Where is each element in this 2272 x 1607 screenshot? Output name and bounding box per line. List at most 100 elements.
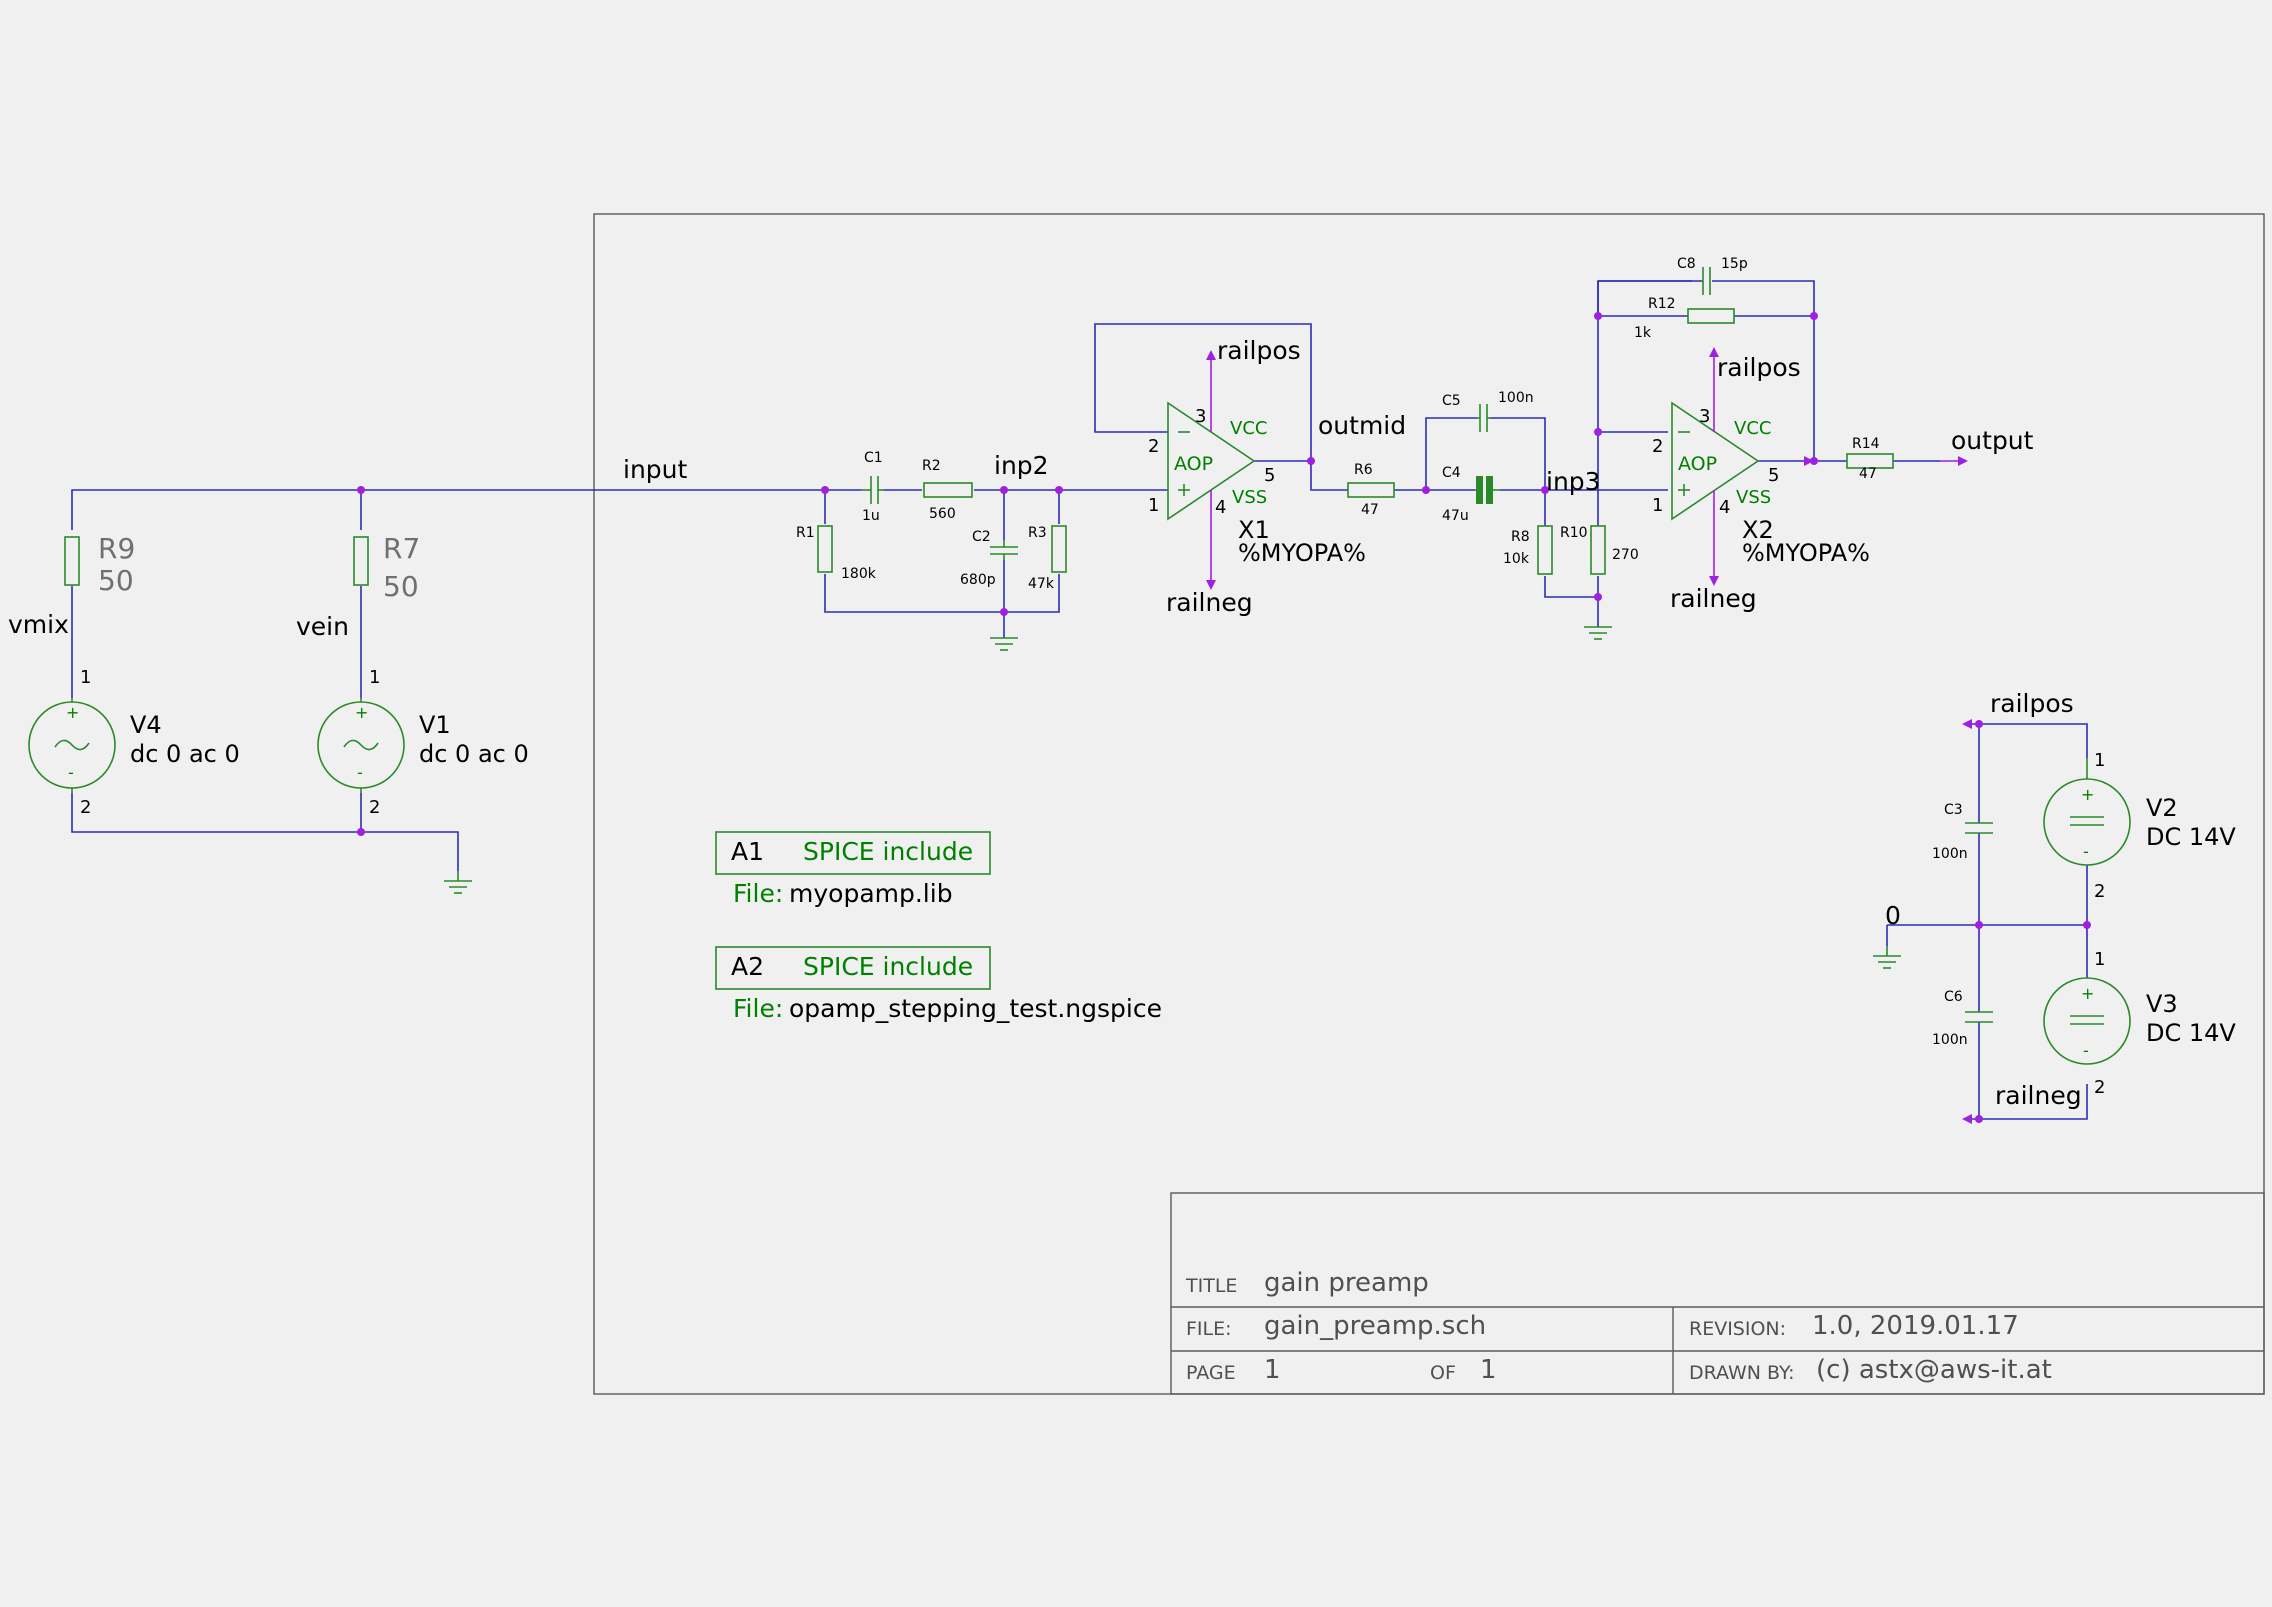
spice-include-a1: A1 SPICE include File: myopamp.lib <box>715 831 991 908</box>
svg-text:3: 3 <box>1699 406 1710 427</box>
rail-label-railpos-supply: railpos <box>1990 689 2074 718</box>
rail-arrows <box>1206 347 1972 1124</box>
svg-text:VSS: VSS <box>1736 487 1771 508</box>
svg-text:C8: C8 <box>1677 256 1696 272</box>
svg-text:680p: 680p <box>960 572 996 588</box>
svg-text:50: 50 <box>383 570 419 603</box>
svg-text:5: 5 <box>1768 465 1779 486</box>
svg-text:X2: X2 <box>1742 516 1774 544</box>
svg-text:2: 2 <box>369 797 380 818</box>
svg-text:R1: R1 <box>796 525 815 541</box>
svg-text:1: 1 <box>80 667 91 688</box>
svg-text:File:: File: <box>733 994 783 1023</box>
svg-text:C4: C4 <box>1442 465 1461 481</box>
svg-text:270: 270 <box>1612 547 1639 563</box>
svg-text:560: 560 <box>929 506 956 522</box>
svg-text:R3: R3 <box>1028 525 1047 541</box>
svg-text:R8: R8 <box>1511 529 1530 545</box>
capacitor-c2: C2 680p <box>960 529 1018 588</box>
of-label: OF <box>1430 1362 1456 1384</box>
svg-text:10k: 10k <box>1503 551 1530 567</box>
svg-text:2: 2 <box>2094 881 2105 902</box>
svg-text:C3: C3 <box>1944 802 1963 818</box>
wires <box>71 280 2088 1120</box>
svg-text:A2: A2 <box>731 952 764 981</box>
resistor-r12: R12 1k <box>1634 296 1735 341</box>
resistor-r14: R14 47 <box>1846 436 1894 482</box>
source-v2: + - 1 2 V2 DC 14V <box>2043 750 2236 902</box>
net-label-inp3: inp3 <box>1546 467 1601 496</box>
svg-text:AOP: AOP <box>1174 453 1213 475</box>
file-value: gain_preamp.sch <box>1264 1311 1486 1341</box>
rail-label-railneg-x1: railneg <box>1166 588 1253 617</box>
net-label-zero: 0 <box>1885 901 1901 930</box>
svg-text:R2: R2 <box>922 458 941 474</box>
capacitor-c4: C4 47u <box>1442 465 1500 524</box>
svg-text:+: + <box>66 703 79 722</box>
svg-text:V4: V4 <box>130 711 162 739</box>
page-value: 1 <box>1264 1355 1281 1385</box>
capacitor-c5: C5 100n <box>1442 390 1534 432</box>
capacitor-c1: C1 1u <box>861 450 884 524</box>
spice-include-a2: A2 SPICE include File: opamp_stepping_te… <box>715 946 1162 1023</box>
svg-text:VCC: VCC <box>1230 418 1267 439</box>
svg-text:4: 4 <box>1215 497 1226 518</box>
svg-text:myopamp.lib: myopamp.lib <box>789 879 953 908</box>
net-labels: input inp2 outmid inp3 output vmix vein … <box>8 336 2082 1110</box>
svg-text:C6: C6 <box>1944 989 1963 1005</box>
resistor-r8: R8 10k <box>1503 525 1553 575</box>
svg-text:1: 1 <box>369 667 380 688</box>
resistor-r7: R7 50 <box>353 532 420 603</box>
resistor-r2: R2 560 <box>922 458 973 522</box>
svg-text:AOP: AOP <box>1678 453 1717 475</box>
svg-text:R12: R12 <box>1648 296 1676 312</box>
svg-text:-: - <box>2083 842 2089 861</box>
svg-text:%MYOPA%: %MYOPA% <box>1742 539 1870 567</box>
svg-text:1k: 1k <box>1634 325 1652 341</box>
file-label: FILE: <box>1186 1318 1232 1340</box>
svg-text:SPICE include: SPICE include <box>803 952 973 981</box>
capacitor-c8: C8 15p <box>1677 256 1748 295</box>
net-label-vmix: vmix <box>8 610 69 639</box>
svg-text:47u: 47u <box>1442 508 1469 524</box>
svg-text:1: 1 <box>2094 750 2105 771</box>
svg-text:V2: V2 <box>2146 794 2178 822</box>
net-label-inp2: inp2 <box>994 451 1049 480</box>
svg-text:180k: 180k <box>841 566 877 582</box>
svg-text:2: 2 <box>2094 1077 2105 1098</box>
rail-label-railpos-x2: railpos <box>1717 353 1801 382</box>
svg-text:dc 0 ac 0: dc 0 ac 0 <box>419 740 529 768</box>
svg-text:opamp_stepping_test.ngspice: opamp_stepping_test.ngspice <box>789 994 1162 1023</box>
sheet-frame <box>593 213 2265 1395</box>
svg-text:2: 2 <box>1652 436 1663 457</box>
svg-text:+: + <box>355 703 368 722</box>
opamp-x2: AOP VCC VSS 2 1 5 3 4 X2 %MYOPA% <box>1652 401 1870 567</box>
capacitor-c6: C6 100n <box>1932 989 1993 1048</box>
svg-text:V1: V1 <box>419 711 451 739</box>
net-label-output: output <box>1951 426 2034 455</box>
svg-text:C2: C2 <box>972 529 991 545</box>
svg-text:%MYOPA%: %MYOPA% <box>1238 539 1366 567</box>
svg-text:50: 50 <box>98 564 134 597</box>
svg-text:15p: 15p <box>1721 256 1748 272</box>
svg-text:2: 2 <box>1148 436 1159 457</box>
svg-text:dc 0 ac 0: dc 0 ac 0 <box>130 740 240 768</box>
svg-text:1: 1 <box>2094 949 2105 970</box>
source-v3: + - 1 2 V3 DC 14V <box>2043 949 2236 1098</box>
revision-value: 1.0, 2019.01.17 <box>1812 1311 2019 1341</box>
svg-text:1: 1 <box>1148 495 1159 516</box>
svg-text:DC 14V: DC 14V <box>2146 1019 2236 1047</box>
svg-text:File:: File: <box>733 879 783 908</box>
svg-text:100n: 100n <box>1932 1032 1968 1048</box>
net-label-input: input <box>623 455 688 484</box>
opamp-x1: AOP VCC VSS 2 1 5 3 4 X1 %MYOPA% <box>1148 401 1366 567</box>
rail-label-railpos-x1: railpos <box>1217 336 1301 365</box>
resistor-r6: R6 47 <box>1347 462 1395 518</box>
revision-label: REVISION: <box>1689 1318 1786 1340</box>
svg-text:1: 1 <box>1652 495 1663 516</box>
svg-text:VSS: VSS <box>1232 487 1267 508</box>
svg-text:SPICE include: SPICE include <box>803 837 973 866</box>
svg-text:+: + <box>2081 785 2094 804</box>
svg-text:-: - <box>2083 1041 2089 1060</box>
svg-text:V3: V3 <box>2146 990 2178 1018</box>
